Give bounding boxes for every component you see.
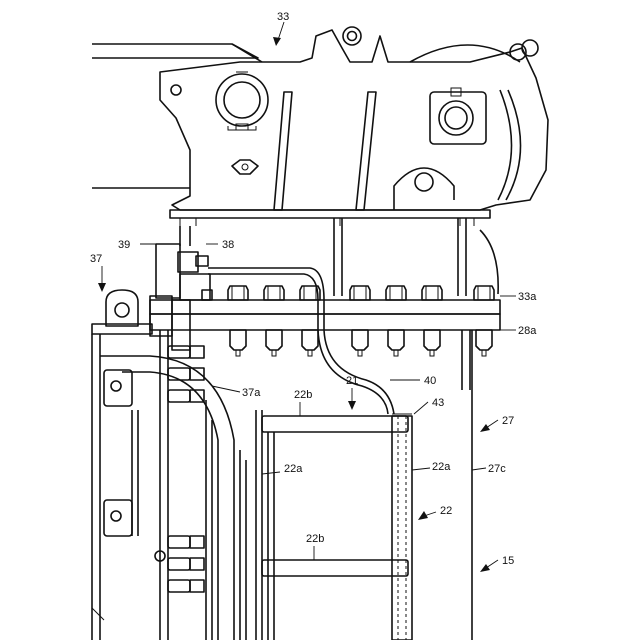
label-40: 40 [424, 375, 436, 387]
bolt-row [228, 286, 494, 356]
label-37: 37 [90, 253, 102, 265]
label-43: 43 [432, 397, 444, 409]
label-22b-top: 22b [294, 389, 312, 401]
label-39: 39 [118, 239, 130, 251]
label-21: 21 [346, 375, 358, 387]
label-33a: 33a [518, 291, 537, 303]
label-27c: 27c [488, 463, 506, 475]
boom-arm [92, 44, 262, 188]
lug-37 [92, 290, 152, 334]
side-housing [92, 330, 262, 640]
label-15: 15 [502, 555, 514, 567]
bracket-33 [160, 27, 548, 226]
frame-22 [262, 414, 412, 640]
label-38: 38 [222, 239, 234, 251]
label-22: 22 [440, 505, 452, 517]
label-22a-left: 22a [284, 463, 303, 475]
label-27: 27 [502, 415, 514, 427]
label-22a-right: 22a [432, 461, 451, 473]
callout-labels: 33 39 38 37 33a 28a 37a 21 40 22b 43 27 … [90, 11, 537, 567]
label-22b-bottom: 22b [306, 533, 324, 545]
label-28a: 28a [518, 325, 537, 337]
fastener-column [155, 346, 204, 592]
label-37a: 37a [242, 387, 261, 399]
label-33: 33 [277, 11, 289, 23]
